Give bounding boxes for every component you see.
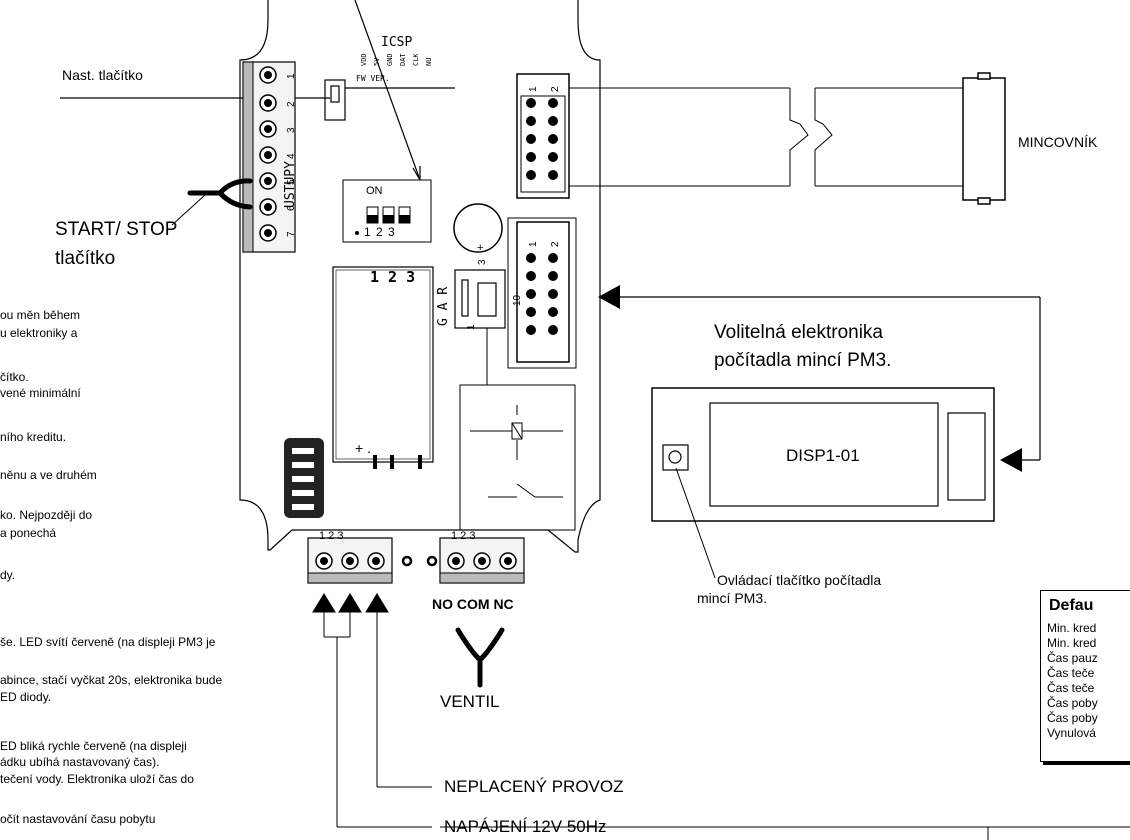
icsp-pin-label: DAT: [399, 53, 407, 66]
side-text-line: dy.: [0, 568, 16, 582]
pin-1-jst-label: 1: [466, 324, 477, 330]
defaults-line: Vynulová: [1047, 726, 1096, 740]
mincovnik-label: MINCOVNÍK: [1018, 134, 1098, 150]
no-com-nc-label: NO COM NC: [432, 596, 514, 612]
bottom-right-numbers: 1 2 3: [451, 530, 476, 542]
input-pin-number: 6: [286, 205, 297, 211]
icsp-pin-label: 5V: [373, 57, 381, 66]
bottom-terminal-right: [439, 537, 525, 584]
icsp-pin-labels: VDD 5V GND DAT CLK NU: [360, 52, 480, 72]
disp-label: DISP1-01: [786, 446, 860, 465]
relay-module: [332, 266, 434, 469]
input-pin-number: 2: [286, 101, 297, 107]
ventil-label: VENTIL: [440, 692, 500, 711]
ventil-wire: [455, 627, 505, 688]
defaults-line: Čas poby: [1047, 711, 1098, 725]
mincovnik-connector: [962, 72, 1006, 205]
defaults-line: Čas poby: [1047, 696, 1098, 710]
pm3-button-pointer: [675, 467, 716, 579]
pm3-title-2: počítadla mincí PM3.: [714, 350, 892, 371]
pin-2-label: 2: [550, 241, 561, 247]
pin-2-top-label: 2: [550, 86, 561, 92]
side-text-line: u elektroniky a: [0, 326, 78, 340]
input-pin-labels: 1 2 3 4 5 6 7: [282, 62, 297, 252]
power-arrows: [312, 593, 389, 613]
side-text-line: něnu a ve druhém: [0, 468, 97, 482]
bottom-terminal-left: [307, 537, 393, 584]
idc-connector-mid: [507, 217, 577, 369]
dip-numbers: 1 2 3: [364, 225, 396, 239]
defaults-line: Čas teče: [1047, 666, 1095, 680]
input-pin-number: 7: [286, 231, 297, 237]
board-outline: [239, 0, 601, 553]
napajeni-label: NAPÁJENÍ 12V 50Hz: [444, 817, 607, 836]
side-text-line: ED bliká rychle červeně (na displeji: [0, 739, 187, 753]
pin-1-top-label: 1: [528, 86, 539, 92]
pm3-title-1: Volitelná elektronika: [714, 322, 883, 343]
defaults-line: Min. kred: [1047, 636, 1097, 650]
icsp-pin-label: CLK: [412, 53, 420, 66]
pin-3-jst-label: 3: [477, 259, 488, 265]
side-text-line: tečení vody. Elektronika uloží čas do: [0, 772, 194, 786]
start-stop-wire: [187, 178, 253, 210]
input-pin-number: 5: [286, 179, 297, 185]
pm3-button-label-2: mincí PM3.: [697, 590, 768, 606]
icsp-pin-label: NU: [425, 57, 433, 66]
pm3-button-label-1: Ovládací tlačítko počítadla: [717, 572, 882, 588]
ribbon-cable: [569, 87, 965, 187]
mid-holes: [401, 555, 438, 567]
defaults-line: Čas teče: [1047, 681, 1095, 695]
side-text-line: čítko.: [0, 370, 29, 384]
input-terminal-block: [242, 61, 296, 253]
side-text-line: ou měn během: [0, 308, 81, 322]
pin-1-label: 1: [528, 241, 539, 247]
battery: [453, 203, 503, 253]
pm3-module: [651, 387, 995, 522]
relay-numbers: 1 2 3: [370, 268, 416, 286]
defaults-line: Čas pauz: [1047, 651, 1098, 665]
pin-10-label: 10: [512, 294, 523, 306]
nast-tlacitko-label: Nast. tlačítko: [62, 67, 143, 83]
dip-on-label: ON: [366, 185, 383, 197]
side-text-line: ko. Nejpozději do: [0, 508, 93, 522]
start-stop-label: START/ STOP: [55, 219, 178, 240]
side-text-line: ED diody.: [0, 690, 52, 704]
nast-button-body: [324, 79, 346, 121]
side-text-line: abince, stačí vyčkat 20s, elektronika bu…: [0, 673, 223, 687]
neplaceny-label: NEPLACENÝ PROVOZ: [444, 777, 624, 796]
battery-plus: +: [477, 242, 484, 254]
side-text-line: ního kreditu.: [0, 430, 67, 444]
relay-plus: + .: [355, 440, 371, 456]
icsp-label: ICSP: [381, 35, 413, 50]
relay-coil: [459, 384, 576, 531]
fw-ver-label: FW VER.: [356, 74, 390, 83]
input-pin-number: 1: [286, 73, 297, 79]
bottom-left-numbers: 1 2 3: [319, 530, 344, 542]
defaults-line: Min. kred: [1047, 621, 1097, 635]
side-text-line: še. LED svítí červeně (na displeji PM3 j…: [0, 635, 216, 649]
pm3-link: [605, 296, 1041, 461]
icsp-pin-label: VDD: [360, 53, 368, 66]
input-pin-number: 4: [286, 153, 297, 159]
defaults-title: Defau: [1049, 597, 1094, 614]
side-text-line: očít nastavování času pobytu: [0, 812, 156, 826]
jst-connector: [454, 269, 506, 329]
side-text-line: a ponechá: [0, 526, 57, 540]
input-pin-number: 3: [286, 127, 297, 133]
dip-pointer-line: [354, 0, 421, 181]
start-stop-label-2: tlačítko: [55, 248, 116, 269]
dip-switch: [342, 179, 432, 243]
side-text-line: vené minimální: [0, 386, 81, 400]
icsp-pin-label: GND: [386, 53, 394, 66]
side-text-line: ádku ubíhá nastavovaný čas).: [0, 755, 160, 769]
idc-connector-top: [516, 73, 570, 199]
gar-label: G A R: [436, 286, 451, 326]
